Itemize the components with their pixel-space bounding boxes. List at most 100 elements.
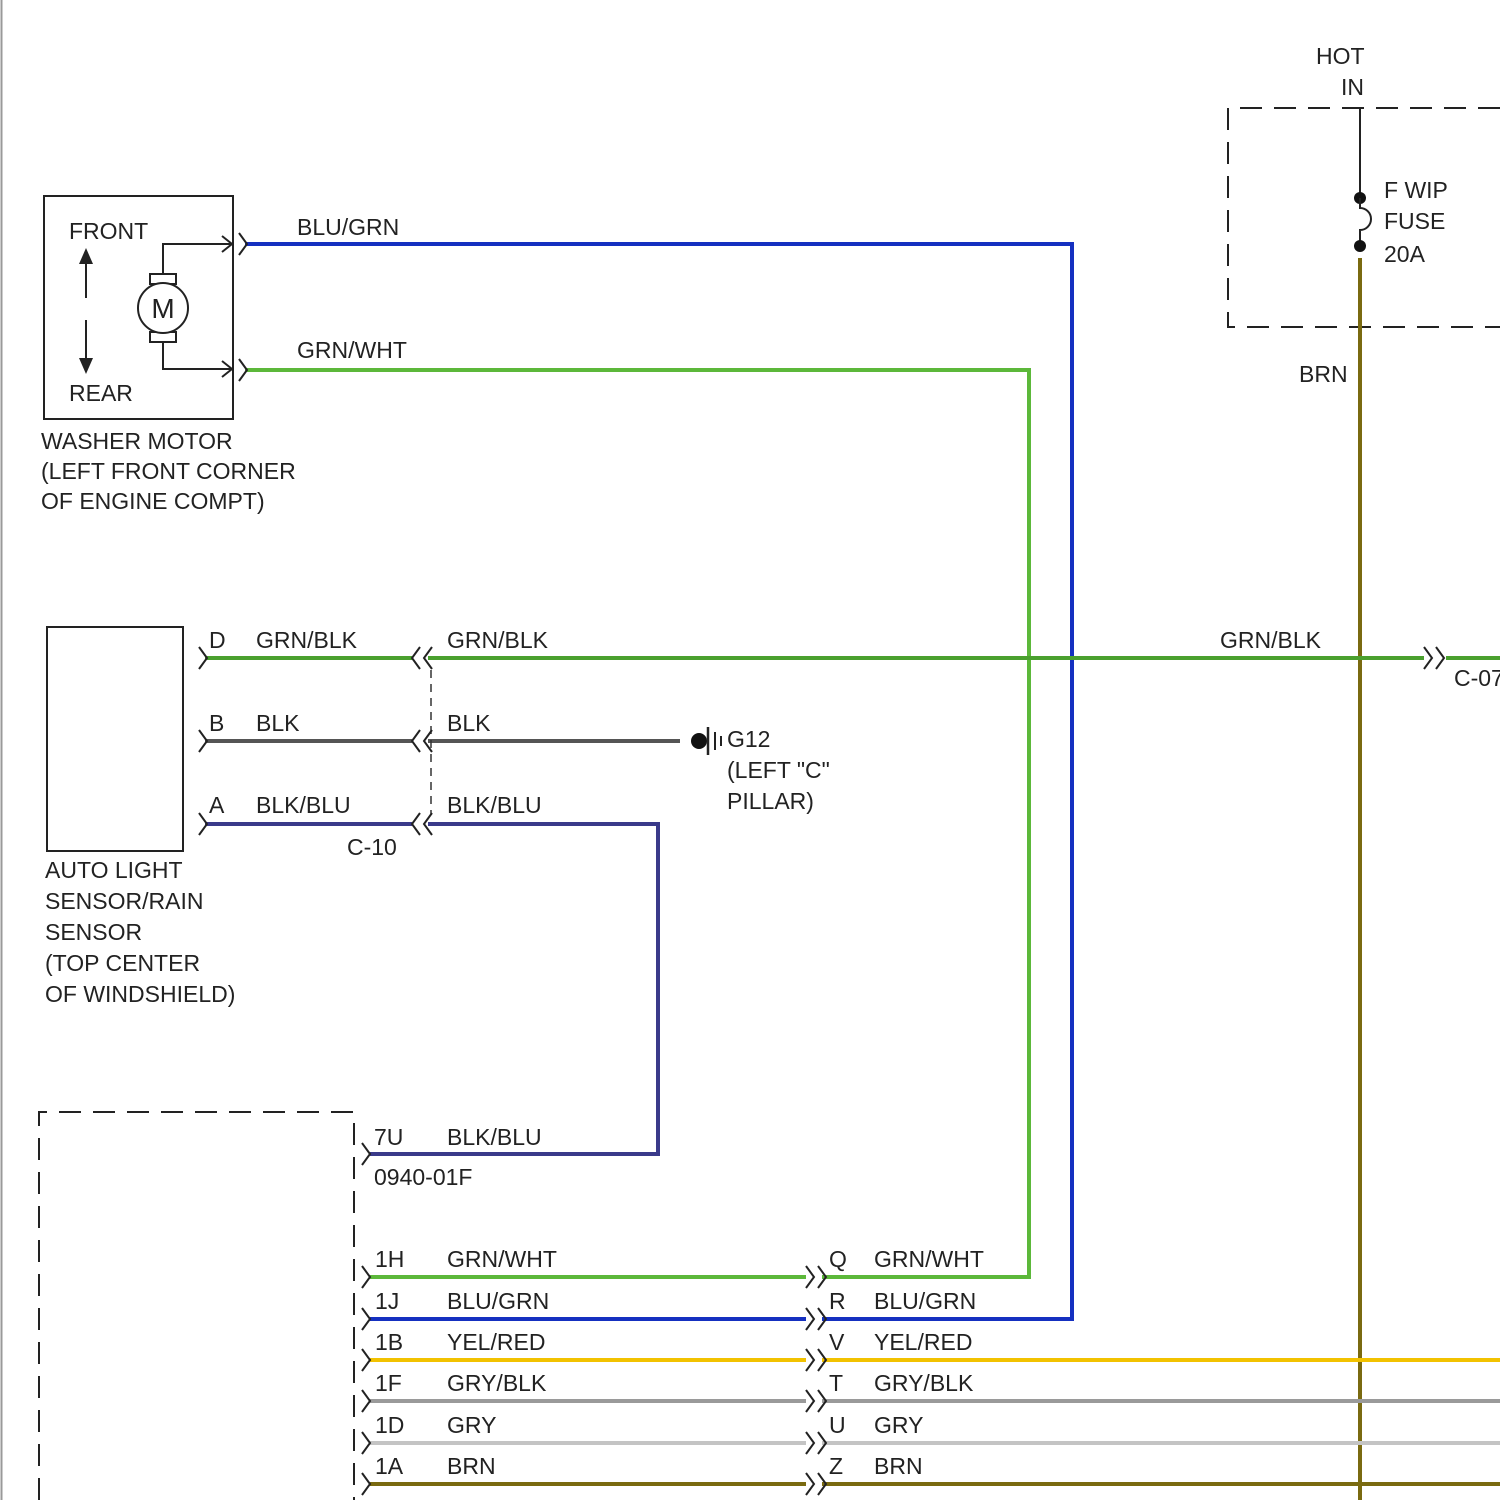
wire-label-grn-blk-right: GRN/BLK (447, 627, 549, 653)
inline-conn-a-4 (806, 1432, 814, 1454)
inline-conn-a-5 (806, 1473, 814, 1495)
inline-conn-a-3 (806, 1390, 814, 1412)
connector-pin-v: V (829, 1329, 845, 1355)
connector-pin-t: T (829, 1370, 843, 1396)
module-pin-1a: 1A (375, 1453, 404, 1479)
washer-motor-title-3: OF ENGINE COMPT) (41, 488, 265, 514)
connector-wire-r: BLU/GRN (874, 1288, 976, 1314)
module-wire-1b: YEL/RED (447, 1329, 545, 1355)
module-pin-terminal-3 (362, 1349, 370, 1371)
ground-location-2: PILLAR) (727, 788, 814, 814)
wire-label-blk-blu-right: BLK/BLU (447, 792, 542, 818)
c10-female-1 (412, 730, 420, 752)
wire-label-blu-grn: BLU/GRN (297, 214, 399, 240)
sensor-title-4: (TOP CENTER (45, 950, 200, 976)
motor-lead-front (163, 244, 232, 274)
ground-name: G12 (727, 726, 770, 752)
motor-symbol: M (151, 293, 174, 324)
sensor-title-5: OF WINDSHIELD) (45, 981, 235, 1007)
connector-wire-v: YEL/RED (874, 1329, 972, 1355)
sensor-terminal-1 (199, 730, 207, 752)
inline-conn-a-1 (806, 1308, 814, 1330)
module-wire-7u: BLK/BLU (447, 1124, 542, 1150)
front-label: FRONT (69, 218, 148, 244)
in-label: IN (1341, 74, 1364, 100)
hot-label: HOT (1316, 43, 1365, 69)
wire-label-grn-blk-left: GRN/BLK (256, 627, 358, 653)
fuse-icon (1360, 198, 1371, 246)
module-pin-1f: 1F (375, 1370, 402, 1396)
motor-harness-terminal-rear (239, 359, 247, 381)
sensor-title-3: SENSOR (45, 919, 142, 945)
module-connector-label: 0940-01F (374, 1164, 472, 1190)
arrow-up-icon (79, 248, 93, 264)
module-pin-terminal-2 (362, 1308, 370, 1330)
connector-pin-r: R (829, 1288, 846, 1314)
washer-motor-title-2: (LEFT FRONT CORNER (41, 458, 296, 484)
module-pin-terminal-1 (362, 1266, 370, 1288)
rear-label: REAR (69, 380, 133, 406)
fuse-box: HOT IN F WIP FUSE 20A BRN (1228, 43, 1500, 387)
module-pin-1h: 1H (375, 1246, 404, 1272)
connector-wire-z: BRN (874, 1453, 923, 1479)
fuse-terminal-bottom (1354, 240, 1366, 252)
sensor-terminal-0 (199, 647, 207, 669)
connector-wire-u: GRY (874, 1412, 923, 1438)
fuse-rating: 20A (1384, 241, 1426, 267)
fuse-name: F WIP (1384, 177, 1448, 203)
connector-wire-t: GRY/BLK (874, 1370, 974, 1396)
wire-label-blk-right: BLK (447, 710, 491, 736)
connector-pin-q: Q (829, 1246, 847, 1272)
connector-c10-label: C-10 (347, 834, 397, 860)
module-pin-terminal-0 (362, 1143, 370, 1165)
wire-label-blk-left: BLK (256, 710, 300, 736)
sensor-pin-b: B (209, 710, 224, 736)
wire-label-grn-wht: GRN/WHT (297, 337, 407, 363)
sensor-pin-a: A (209, 792, 225, 818)
module-pin-1d: 1D (375, 1412, 404, 1438)
motor-harness-terminal-front (239, 233, 247, 255)
wire-blu-grn (245, 244, 1072, 1319)
c10-female-0 (412, 647, 420, 669)
fuse-output-wire-label: BRN (1299, 361, 1348, 387)
ground-location-1: (LEFT "C" (727, 757, 830, 783)
module-pin-1j: 1J (375, 1288, 399, 1314)
module-pin-terminal-5 (362, 1432, 370, 1454)
module-pin-7u: 7U (374, 1124, 403, 1150)
inline-conn-a-2 (806, 1349, 814, 1371)
motor-lead-rear (163, 342, 232, 369)
module-wire-1d: GRY (447, 1412, 496, 1438)
module-pin-1b: 1B (375, 1329, 403, 1355)
module-wire-1j: BLU/GRN (447, 1288, 549, 1314)
connector-pin-z: Z (829, 1453, 843, 1479)
module-wire-1h: GRN/WHT (447, 1246, 557, 1272)
connector-wire-q: GRN/WHT (874, 1246, 984, 1272)
sensor-title-2: SENSOR/RAIN (45, 888, 203, 914)
inline-conn-a-0 (806, 1266, 814, 1288)
sensor-terminal-2 (199, 813, 207, 835)
c07-terminal-b (1436, 647, 1444, 669)
arrow-down-icon (79, 358, 93, 374)
wire-label-grn-blk-edge: GRN/BLK (1220, 627, 1322, 653)
sensor-pin-d: D (209, 627, 226, 653)
ground-splice-dot (691, 733, 707, 749)
module-outline (39, 1112, 354, 1500)
c10-female-2 (412, 813, 420, 835)
module-pin-terminal-6 (362, 1473, 370, 1495)
ground-g12: G12 (LEFT "C" PILLAR) (691, 726, 830, 814)
c07-terminal-a (1424, 647, 1432, 669)
fuse-box-outline (1228, 108, 1500, 327)
fuse-label: FUSE (1384, 208, 1445, 234)
washer-motor-title-1: WASHER MOTOR (41, 428, 233, 454)
connector-pin-u: U (829, 1412, 846, 1438)
connector-c07-label: C-07 (1454, 665, 1500, 691)
auto-light-sensor: D B A GRN/BLK BLK BLK/BLU GRN/BLK BLK BL… (45, 627, 549, 1007)
wire-blk-blu-right (370, 824, 658, 1154)
module-wire-1f: GRY/BLK (447, 1370, 547, 1396)
sensor-title-1: AUTO LIGHT (45, 857, 183, 883)
sensor-box (47, 627, 183, 851)
wire-label-blk-blu-left: BLK/BLU (256, 792, 351, 818)
module-wire-1a: BRN (447, 1453, 496, 1479)
module-pin-terminal-4 (362, 1390, 370, 1412)
